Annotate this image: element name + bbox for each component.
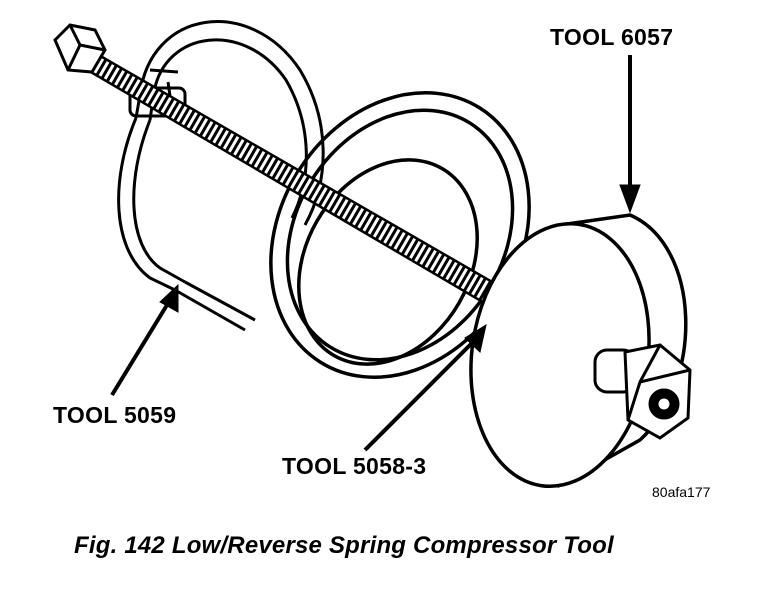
cage-frame-5059 xyxy=(117,20,325,332)
figure-code: 80afa177 xyxy=(652,484,711,500)
label-tool-5059: TOOL 5059 xyxy=(53,402,177,428)
arrow-tool-5058-3 xyxy=(363,323,487,452)
bottom-nut xyxy=(593,343,692,440)
label-tool-6057: TOOL 6057 xyxy=(550,24,674,50)
top-nut xyxy=(53,23,107,74)
label-tool-5058-3: TOOL 5058-3 xyxy=(282,453,427,479)
arrow-tool-5059 xyxy=(110,283,179,397)
figure-caption: Fig. 142 Low/Reverse Spring Compressor T… xyxy=(74,532,614,559)
arrow-tool-6057 xyxy=(619,55,641,214)
